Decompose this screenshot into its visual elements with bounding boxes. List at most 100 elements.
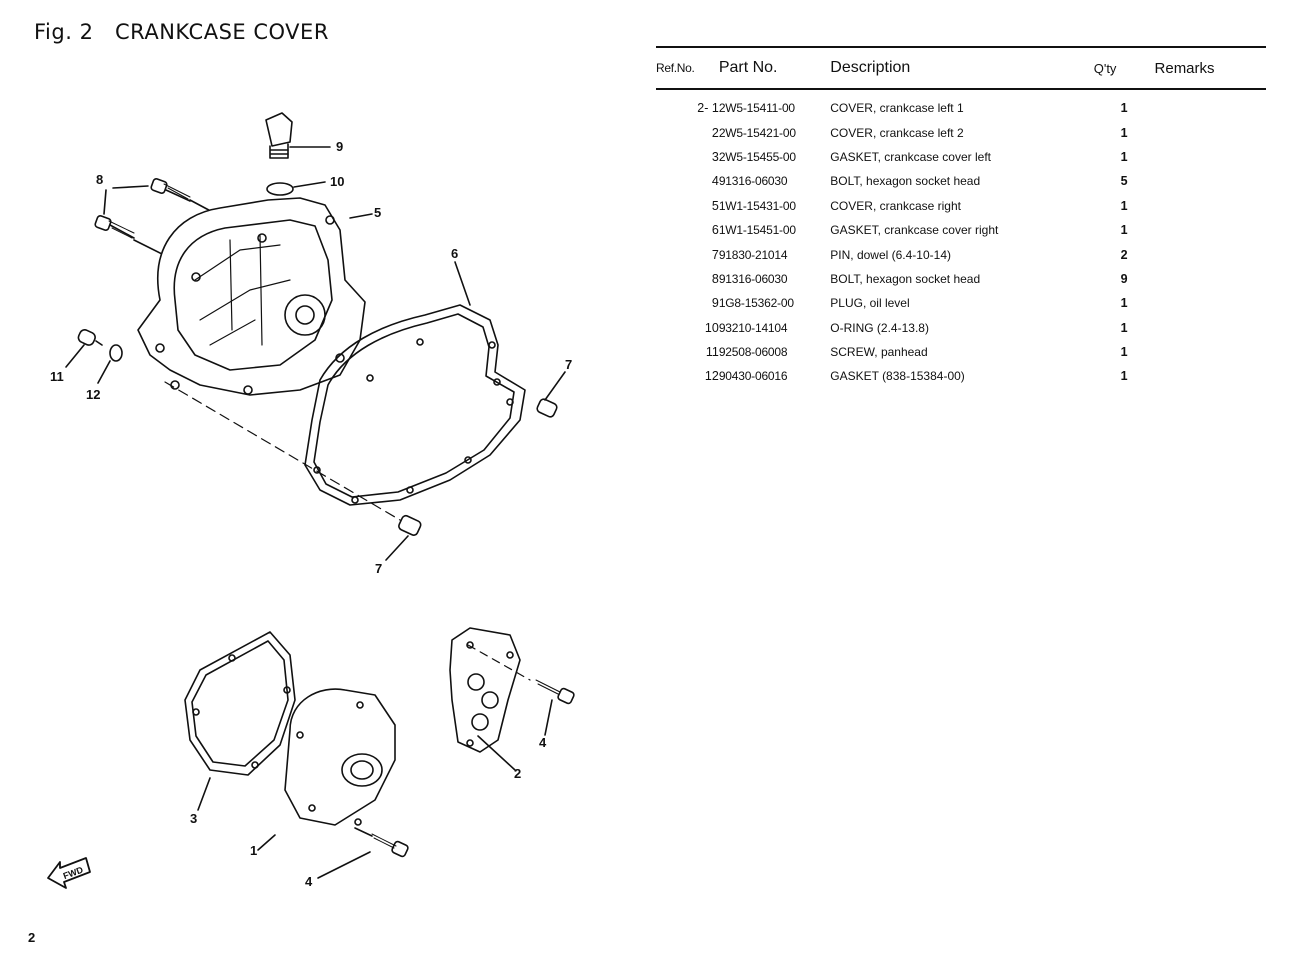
description-cell: SCREW, panhead: [830, 345, 928, 360]
qty-cell: 1: [1120, 149, 1128, 164]
callout-7-lower: 7: [375, 561, 382, 576]
dowel-pin-lower: [385, 514, 422, 561]
ref-cell: 4: [711, 174, 719, 189]
ref-cell: 12: [704, 369, 719, 384]
callout-6: 6: [451, 246, 458, 261]
ref-cell: 3: [711, 149, 719, 164]
part-number-cell: 91830-21014: [718, 247, 788, 262]
ref-cell: 9: [711, 296, 719, 311]
part-number-cell: 90430-06016: [718, 369, 788, 384]
description-cell: BOLT, hexagon socket head: [830, 174, 981, 189]
description-cell: O-RING (2.4-13.8): [830, 320, 929, 335]
parts-list: Ref.No. Part No. Description Q'ty Remark…: [656, 46, 1266, 389]
fwd-arrow-icon: [47, 857, 91, 889]
ref-cell: 8: [711, 271, 719, 286]
qty-cell: 1: [1120, 198, 1128, 213]
description-cell: BOLT, hexagon socket head: [830, 271, 981, 286]
callout-4-lower: 4: [305, 874, 313, 889]
part-number-cell: 91316-06030: [718, 271, 788, 286]
callout-3: 3: [190, 811, 197, 826]
remarks-cell: [1155, 242, 1266, 266]
ref-cell: 5: [711, 198, 719, 213]
crankcase-cover-left-2-part: [449, 627, 531, 771]
remarks-cell: [1155, 316, 1266, 340]
header-qty: Q'ty: [1093, 60, 1117, 76]
parts-table: Ref.No. Part No. Description Q'ty Remark…: [656, 46, 1266, 389]
remarks-cell: [1155, 194, 1266, 218]
header-part-no: Part No.: [718, 59, 778, 76]
callout-4-upper: 4: [539, 735, 547, 750]
ref-cell: 2- 1: [697, 101, 719, 116]
callout-9: 9: [336, 139, 343, 154]
ref-cell: 11: [705, 345, 719, 360]
part-number-cell: 1W1-15431-00: [718, 198, 796, 213]
callout-11: 11: [50, 369, 64, 384]
callout-10: 10: [330, 174, 344, 189]
ref-cell: 7: [711, 247, 719, 262]
crankcase-cover-left-1-part: [257, 688, 396, 851]
part-number-cell: 91316-06030: [718, 174, 788, 189]
remarks-cell: [1155, 169, 1266, 193]
bolt-4-upper: [535, 679, 575, 736]
oil-level-plug-part: [265, 112, 331, 159]
ref-cell: 10: [704, 320, 719, 335]
remarks-cell: [1155, 291, 1266, 315]
page-title: Fig. 2 CRANKCASE COVER: [34, 20, 329, 44]
callout-7-upper: 7: [565, 357, 572, 372]
qty-cell: 1: [1120, 101, 1128, 116]
description-cell: COVER, crankcase right: [830, 198, 961, 213]
description-cell: COVER, crankcase left 2: [830, 125, 964, 140]
description-cell: GASKET, crankcase cover right: [830, 223, 999, 238]
callout-5: 5: [374, 205, 381, 220]
dowel-pin-upper: [536, 371, 566, 418]
callout-2: 2: [514, 766, 521, 781]
ref-cell: 6: [711, 223, 719, 238]
crankcase-gasket-part: [304, 261, 526, 506]
bolt-4-lower: [317, 827, 409, 879]
remarks-cell: [1155, 364, 1266, 388]
part-number-cell: 93210-14104: [718, 320, 788, 335]
qty-cell: 1: [1120, 369, 1128, 384]
remarks-cell: [1155, 267, 1266, 291]
page-number: 2: [28, 930, 36, 945]
parts-table-header: Ref.No. Part No. Description Q'ty Remark…: [656, 47, 1266, 89]
callout-8: 8: [96, 172, 103, 187]
callout-1: 1: [250, 843, 257, 858]
o-ring-part: [266, 181, 326, 196]
qty-cell: 2: [1120, 247, 1128, 262]
crankcase-cover-right-part: [137, 197, 373, 396]
part-number-cell: 2W5-15455-00: [718, 149, 796, 164]
crankcase-cover-left-gasket-part: [184, 631, 296, 811]
ref-cell: 2: [711, 125, 719, 140]
qty-cell: 1: [1120, 320, 1128, 335]
qty-cell: 1: [1120, 296, 1128, 311]
exploded-parts-diagram: 9 10 8 5 6 7 7 11 12 3 1 2 4 4 FWD: [47, 112, 575, 889]
qty-cell: 1: [1120, 125, 1128, 140]
description-cell: COVER, crankcase left 1: [830, 101, 964, 116]
qty-cell: 1: [1120, 223, 1128, 238]
panhead-screw-part: [65, 329, 103, 368]
part-number-cell: 2W5-15421-00: [718, 125, 796, 140]
remarks-cell: [1155, 89, 1266, 120]
remarks-cell: [1155, 145, 1266, 169]
header-remarks: Remarks: [1154, 59, 1215, 77]
part-number-cell: 1W1-15451-00: [718, 223, 796, 238]
remarks-cell: [1155, 218, 1266, 242]
header-description: Description: [830, 59, 911, 76]
description-cell: GASKET, crankcase cover left: [830, 149, 991, 164]
description-cell: PLUG, oil level: [830, 296, 910, 311]
remarks-cell: [1155, 340, 1266, 364]
part-number-cell: 1G8-15362-00: [718, 296, 794, 311]
part-number-cell: 92508-06008: [718, 345, 788, 360]
